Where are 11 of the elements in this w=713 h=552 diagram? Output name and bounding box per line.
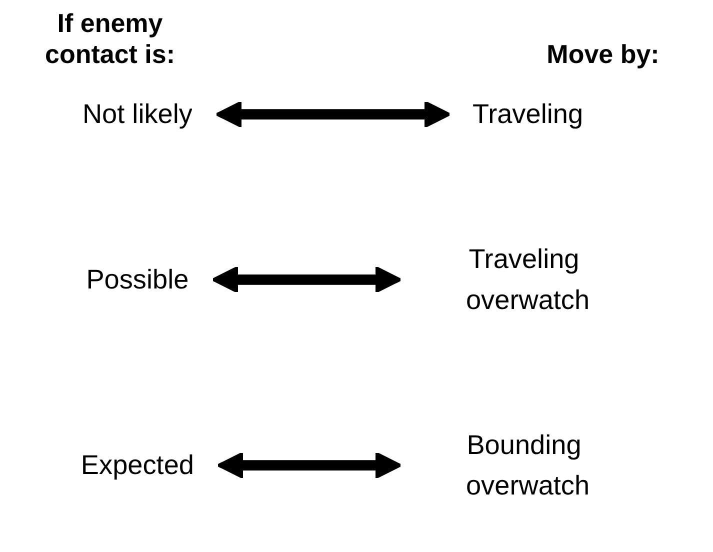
node-text: Traveling bbox=[472, 98, 584, 130]
arrow bbox=[212, 266, 402, 294]
node-text: Possible bbox=[86, 263, 189, 295]
node-text: Traveling overwatch bbox=[466, 243, 590, 316]
column-heading: Move by: bbox=[546, 39, 660, 70]
arrow bbox=[216, 452, 402, 480]
node-text: Expected bbox=[80, 449, 194, 480]
node-text: Bounding overwatch bbox=[466, 428, 590, 501]
node-text: Not likely bbox=[82, 98, 192, 130]
arrow bbox=[215, 100, 451, 128]
column-heading: If enemy contact is: bbox=[44, 8, 176, 70]
